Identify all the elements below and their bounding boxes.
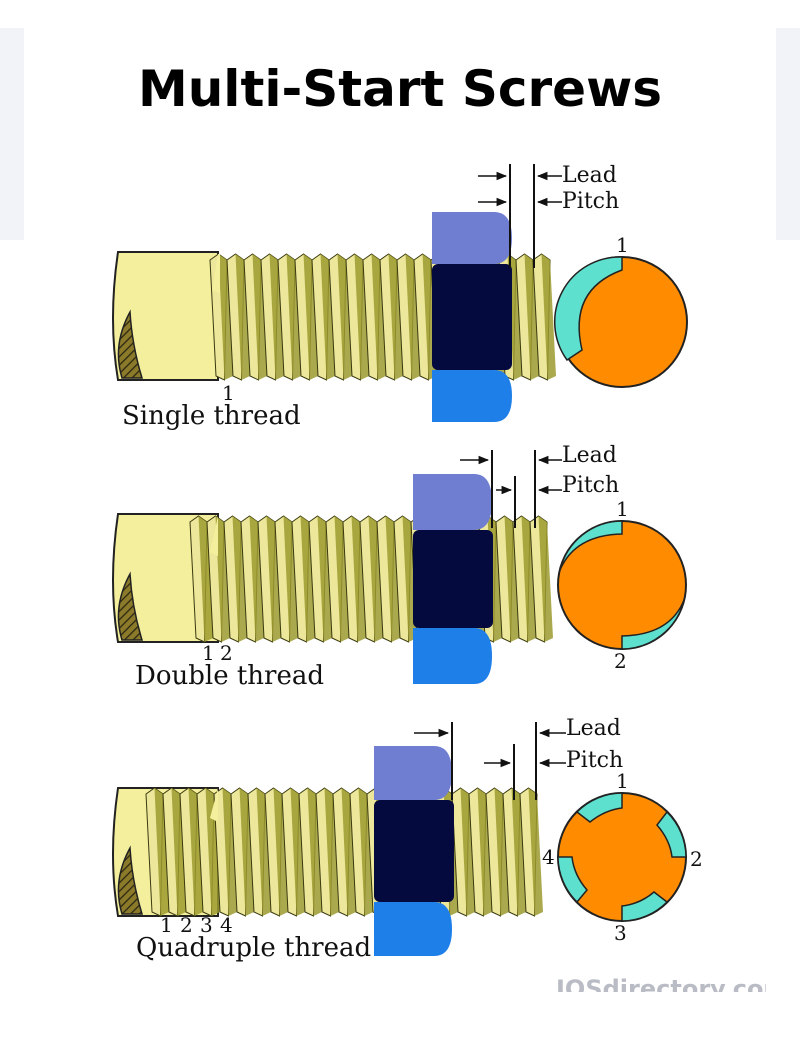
thread-shadow — [368, 516, 383, 642]
thread-shadow — [521, 516, 536, 642]
thread-start-number-1: 1 — [160, 913, 173, 937]
section-number-2: 2 — [614, 649, 627, 673]
thread-shadow — [320, 254, 335, 380]
section-number-1: 1 — [616, 497, 629, 521]
hex-nut — [413, 474, 493, 684]
thread-start-number-2: 2 — [180, 913, 193, 937]
thread-shadow — [351, 516, 366, 642]
thread-shadow — [235, 254, 250, 380]
thread-start-number-1: 1 — [202, 641, 215, 665]
thread-shadow — [256, 788, 271, 916]
thread-shadow — [358, 788, 373, 916]
thread-shadow — [171, 788, 186, 916]
watermark: IQSdirectory.com — [556, 976, 766, 992]
lead-pitch-markers: Lead Pitch — [460, 443, 619, 528]
thread-shadow — [222, 788, 237, 916]
screw-shank — [112, 251, 219, 381]
thread-shadow — [198, 516, 213, 642]
thread-start-chamfer — [210, 788, 218, 822]
section-number-2: 2 — [690, 847, 703, 871]
section-number: 1 — [616, 233, 629, 257]
thread-shadow — [307, 788, 322, 916]
pitch-label: Pitch — [566, 748, 623, 773]
thread-shadow — [218, 254, 233, 380]
thread-shadow — [283, 516, 298, 642]
thread-shadow — [239, 788, 254, 916]
thread-shadow — [337, 254, 352, 380]
thread-start-chamfer — [210, 516, 218, 556]
thread-shadow — [334, 516, 349, 642]
thread-shadow — [494, 788, 509, 916]
thread-shadow — [205, 788, 220, 916]
thread-start-number-4: 4 — [220, 913, 233, 937]
left-margin-band — [0, 28, 24, 240]
thread-shadow — [538, 516, 553, 642]
lead-label: Lead — [562, 163, 617, 188]
thread-ridges — [145, 787, 543, 917]
lead-pitch-markers: Lead Pitch — [478, 163, 619, 268]
thread-shadow — [286, 254, 301, 380]
page-title: Multi-Start Screws — [137, 60, 663, 118]
cross-section: 1 2 3 4 — [542, 769, 703, 945]
cross-section: 1 2 — [557, 497, 687, 673]
lead-pitch-markers: Lead Pitch — [414, 716, 623, 800]
thread-shadow — [232, 516, 247, 642]
thread-shadow — [324, 788, 339, 916]
thread-shadow — [317, 516, 332, 642]
thread-shadow — [154, 788, 169, 916]
thread-start-number-3: 3 — [200, 913, 213, 937]
cross-section: 1 — [553, 233, 688, 388]
double-thread-diagram: Lead Pitch 1 2 1 2 Double thread — [112, 443, 687, 691]
section-number-4: 4 — [542, 845, 555, 869]
hex-nut — [374, 746, 454, 956]
thread-shadow — [385, 516, 400, 642]
thread-shadow — [252, 254, 267, 380]
thread-shadow — [511, 788, 526, 916]
thread-shadow — [477, 788, 492, 916]
thread-ridges — [189, 515, 553, 643]
thread-shadow — [354, 254, 369, 380]
thread-shadow — [541, 254, 556, 380]
pitch-label: Pitch — [562, 189, 619, 214]
thread-shadow — [303, 254, 318, 380]
section-number-3: 3 — [614, 921, 627, 945]
thread-shadow — [215, 516, 230, 642]
thread-shadow — [388, 254, 403, 380]
single-thread-diagram: Lead Pitch 1 1 Single thread — [112, 163, 688, 431]
lead-label: Lead — [566, 716, 621, 741]
pitch-label: Pitch — [562, 473, 619, 498]
right-margin-band — [776, 28, 800, 240]
double-thread-caption: Double thread — [135, 661, 324, 691]
thread-start-number-2: 2 — [220, 641, 233, 665]
thread-shadow — [524, 254, 539, 380]
thread-shadow — [341, 788, 356, 916]
thread-shadow — [371, 254, 386, 380]
thread-shadow — [405, 254, 420, 380]
thread-shadow — [273, 788, 288, 916]
thread-start-number: 1 — [222, 381, 235, 405]
hex-nut — [432, 212, 512, 422]
thread-shadow — [266, 516, 281, 642]
thread-shadow — [460, 788, 475, 916]
single-thread-caption: Single thread — [122, 401, 301, 431]
quadruple-thread-diagram: Lead Pitch 1 2 3 4 1 2 3 4 Quadruple thr… — [112, 716, 703, 963]
thread-shadow — [269, 254, 284, 380]
thread-shadow — [504, 516, 519, 642]
lead-label: Lead — [562, 443, 617, 468]
thread-shadow — [290, 788, 305, 916]
quadruple-thread-caption: Quadruple thread — [136, 933, 371, 963]
thread-shadow — [188, 788, 203, 916]
thread-shadow — [300, 516, 315, 642]
section-number-1: 1 — [616, 769, 629, 793]
thread-start-chamfer — [212, 254, 220, 294]
thread-shadow — [528, 788, 543, 916]
thread-shadow — [249, 516, 264, 642]
